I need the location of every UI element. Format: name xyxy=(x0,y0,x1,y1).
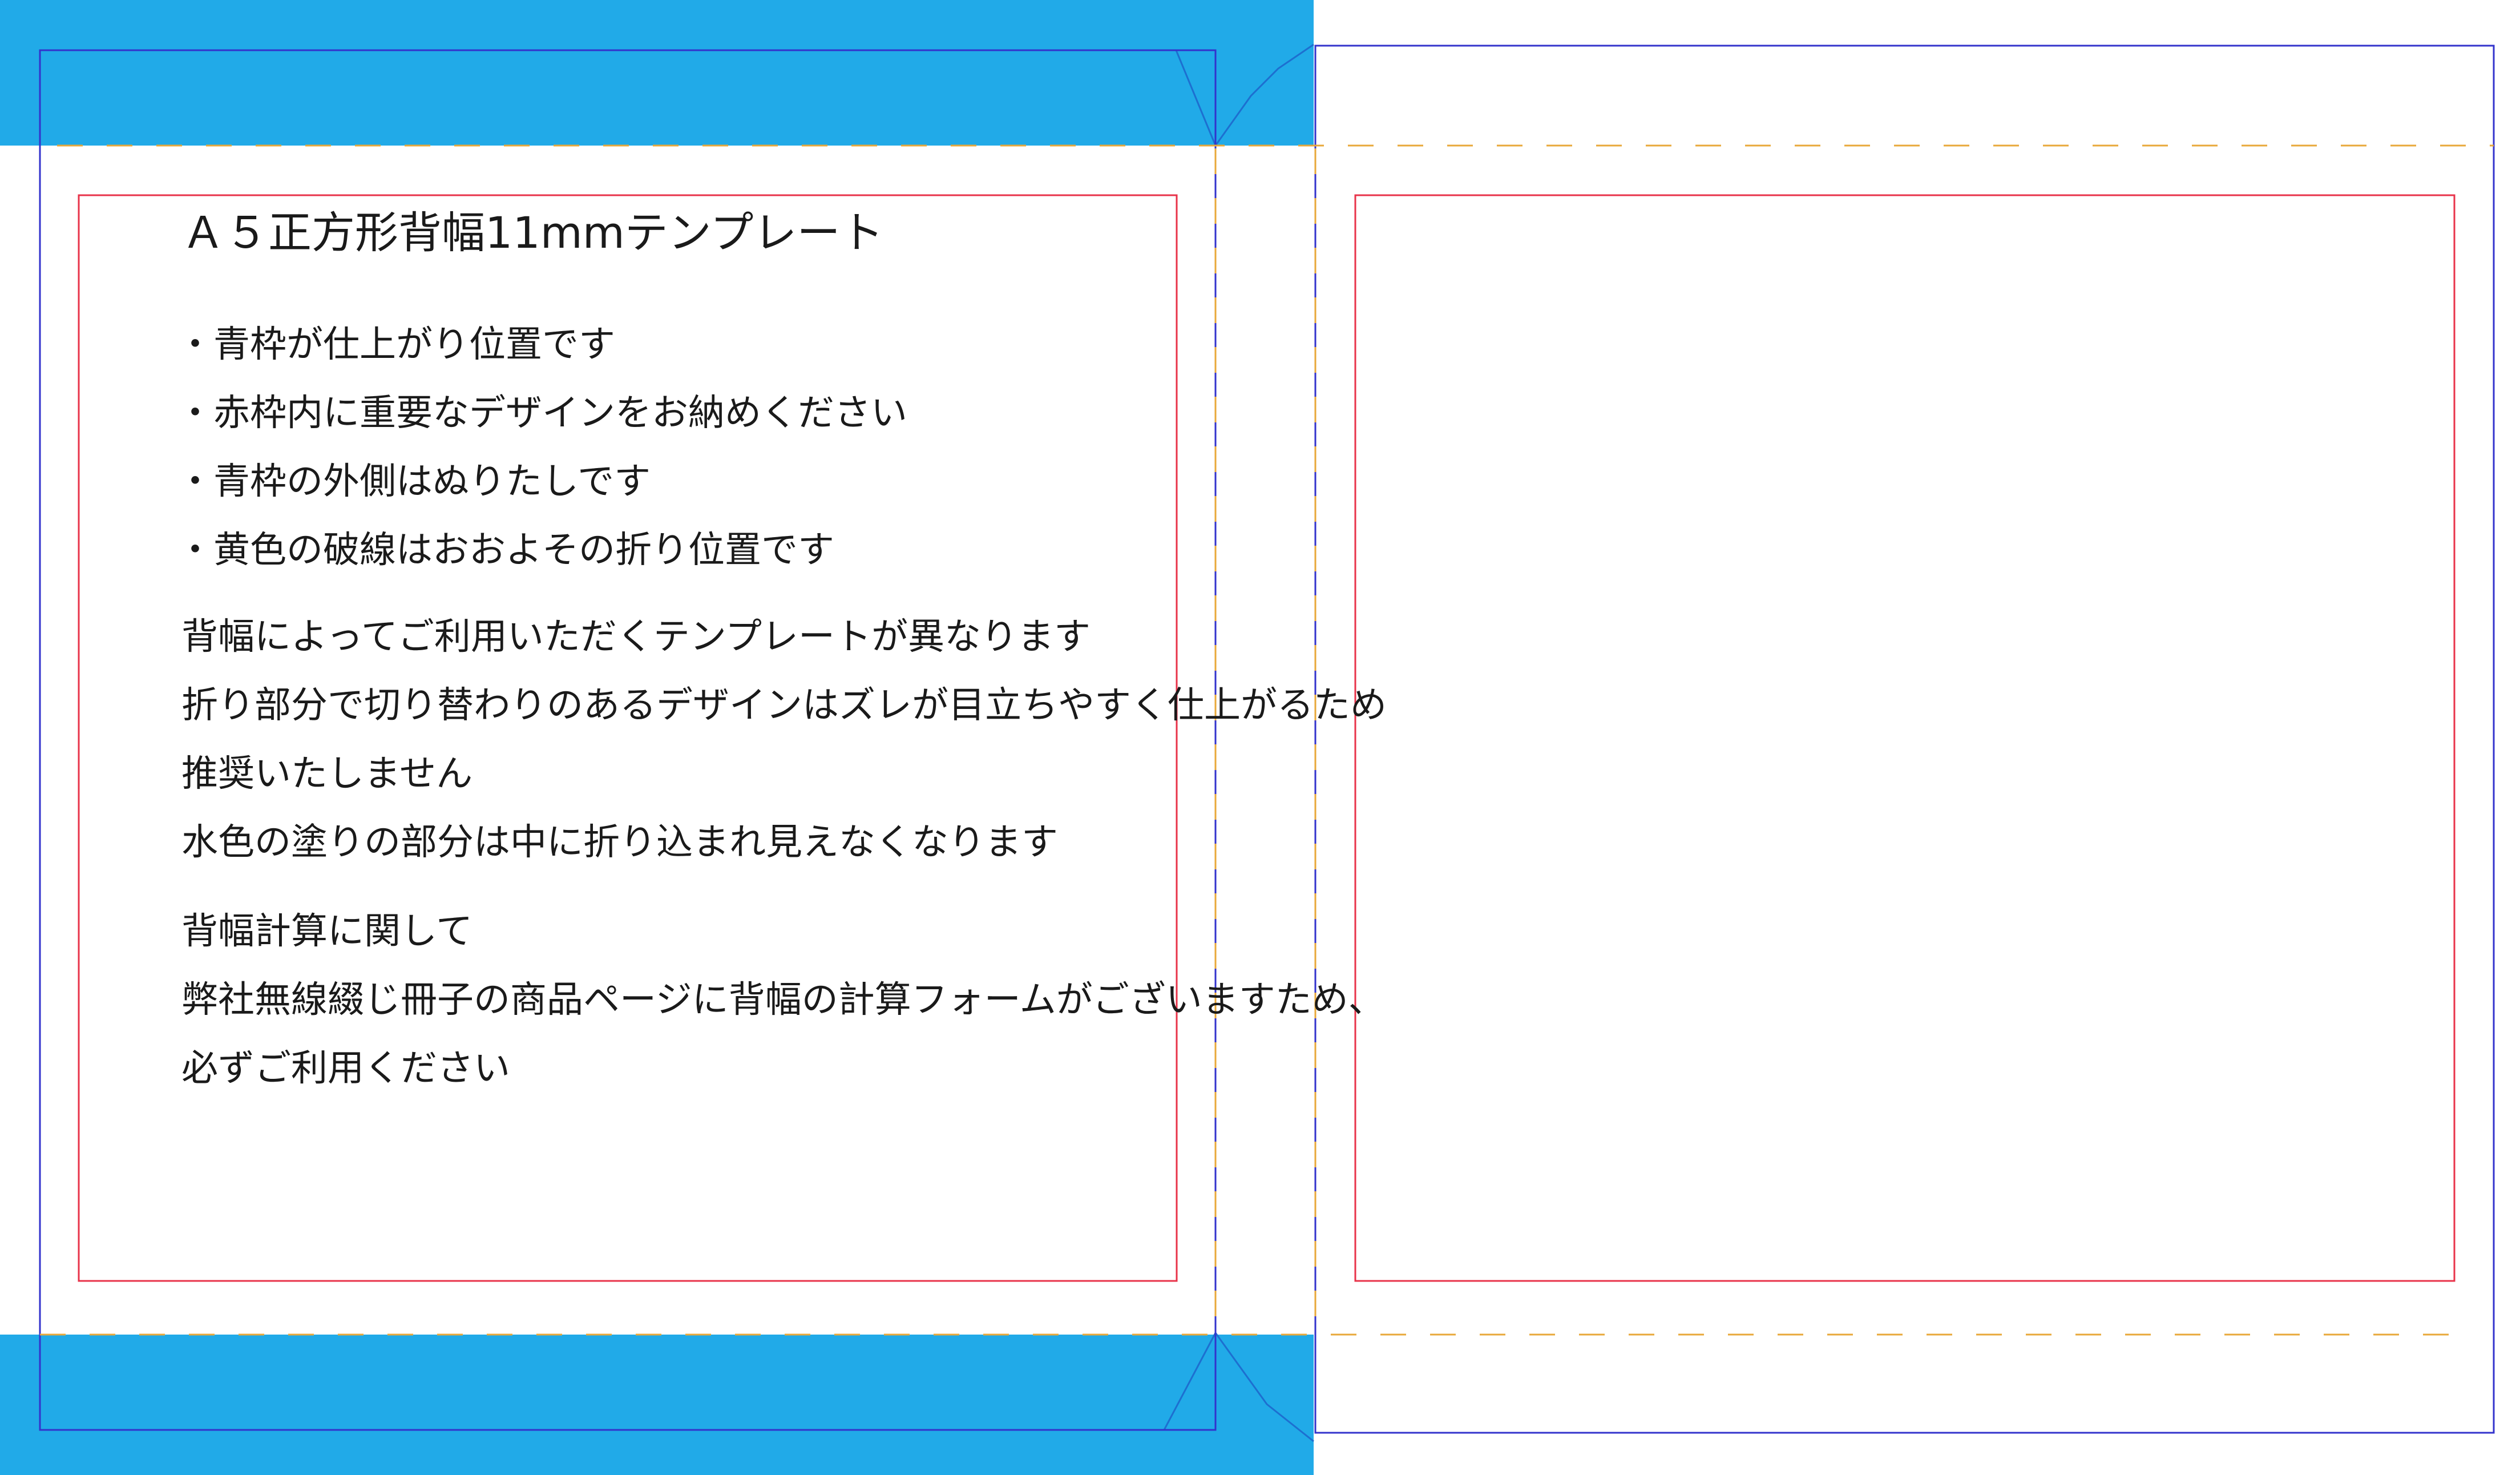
trim-frame-right xyxy=(1314,45,2495,1434)
safe-area-left xyxy=(78,194,1178,1282)
fold-in-area-bottom xyxy=(0,1335,1314,1475)
bullet-item: ・黄色の破線はおおよその折り位置です xyxy=(177,529,834,571)
fold-in-area-top xyxy=(0,0,1314,146)
note-line: 折り部分で切り替わりのあるデザインはズレが目立ちやすく仕上がるため xyxy=(181,684,1387,727)
spine-calc-heading: 背幅計算に関して xyxy=(181,910,473,953)
note-line: 推奨いたしません xyxy=(181,753,473,795)
bullet-item: ・青枠が仕上がり位置です xyxy=(177,324,615,366)
spine-calc-line: 弊社無線綴じ冊子の商品ページに背幅の計算フォームがございますため、 xyxy=(181,979,1385,1021)
note-line: 水色の塗りの部分は中に折り込まれ見えなくなります xyxy=(181,821,1058,864)
note-line: 背幅によってご利用いただくテンプレートが異なります xyxy=(181,616,1091,658)
spine-calc-line: 必ずご利用ください xyxy=(181,1047,510,1090)
trim-frame-left xyxy=(39,49,1217,1431)
safe-area-right xyxy=(1354,194,2456,1282)
template-title: Ａ５正方形背幅11mmテンプレート xyxy=(181,207,884,258)
bullet-item: ・青枠の外側はぬりたしです xyxy=(177,461,651,503)
bullet-item: ・赤枠内に重要なデザインをお納めください xyxy=(177,392,907,434)
